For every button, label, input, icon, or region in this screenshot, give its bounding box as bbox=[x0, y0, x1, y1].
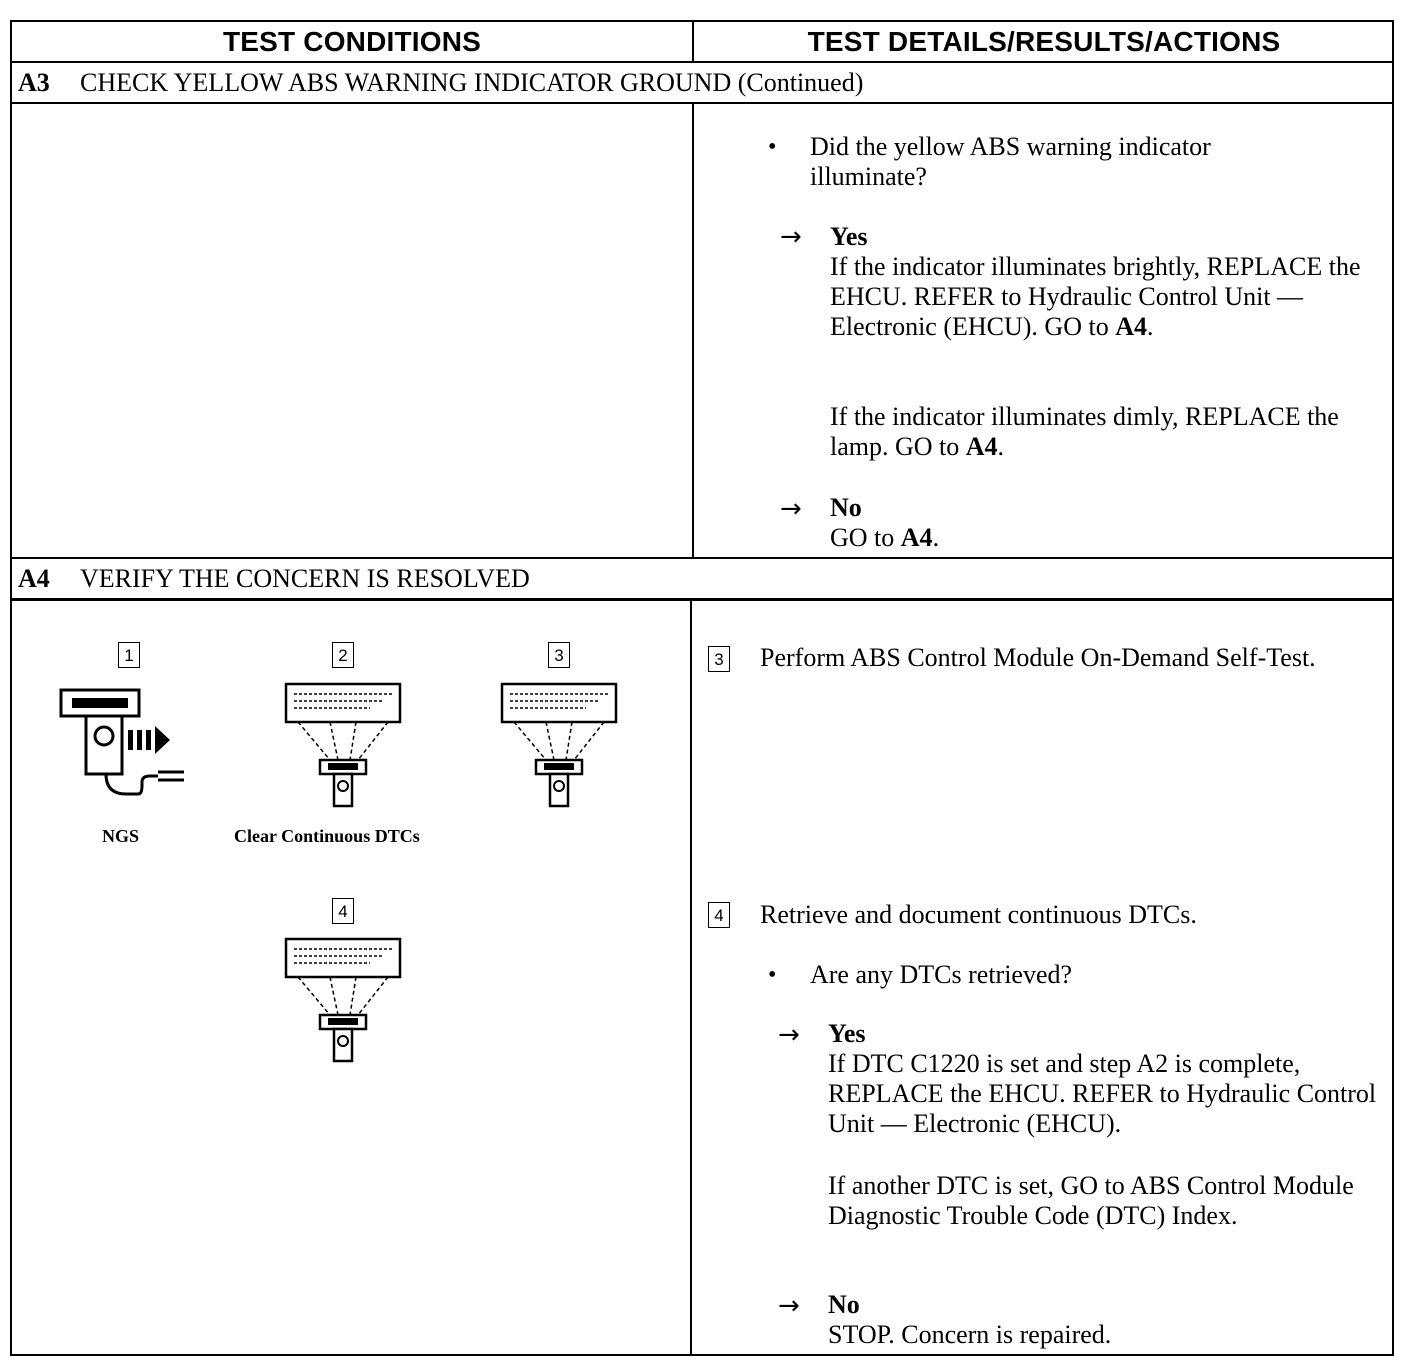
a4-question: Are any DTCs retrieved? bbox=[810, 960, 1073, 989]
section-title: CHECK YELLOW ABS WARNING INDICATOR GROUN… bbox=[80, 68, 864, 97]
a3-no-text: GO to A4. bbox=[830, 523, 940, 552]
step-number-box: 3 bbox=[708, 646, 730, 672]
section-a3-title: A3 CHECK YELLOW ABS WARNING INDICATOR GRO… bbox=[18, 63, 863, 103]
divider bbox=[12, 61, 1392, 63]
header-test-conditions: TEST CONDITIONS bbox=[222, 26, 482, 57]
a4-yes-text-2: If another DTC is set, GO to ABS Control… bbox=[828, 1171, 1354, 1230]
step-number-box: 4 bbox=[708, 902, 730, 928]
divider bbox=[12, 557, 1392, 559]
a3-question: Did the yellow ABS warning indicator ill… bbox=[810, 132, 1211, 191]
step-number-box: 3 bbox=[548, 642, 570, 668]
a4-step4-text: Retrieve and document continuous DTCs. bbox=[760, 900, 1197, 929]
ngs-tester-icon bbox=[59, 688, 184, 796]
step-number-box: 4 bbox=[332, 898, 354, 924]
step-number-box: 1 bbox=[118, 642, 140, 668]
illustration-caption: NGS bbox=[102, 826, 140, 846]
a3-yes-text-1: If the indicator illuminates brightly, R… bbox=[830, 252, 1361, 341]
arrow-icon: → bbox=[780, 222, 802, 252]
column-divider bbox=[692, 103, 694, 558]
a4-no-text: STOP. Concern is repaired. bbox=[828, 1320, 1112, 1349]
bullet-icon: • bbox=[768, 134, 777, 160]
arrow-icon: → bbox=[778, 1020, 800, 1050]
arrow-icon: → bbox=[780, 494, 802, 524]
header-test-details: TEST DETAILS/RESULTS/ACTIONS bbox=[807, 26, 1281, 57]
divider bbox=[12, 102, 1392, 104]
a4-yes-text-1: If DTC C1220 is set and step A2 is compl… bbox=[828, 1049, 1377, 1138]
column-divider bbox=[690, 600, 692, 1356]
scan-tool-display-icon bbox=[500, 682, 618, 808]
a3-yes-text-2: If the indicator illuminates dimly, REPL… bbox=[830, 402, 1339, 461]
scan-tool-display-icon bbox=[284, 682, 402, 808]
column-divider bbox=[692, 22, 694, 62]
a4-no-label: No bbox=[828, 1290, 860, 1319]
arrow-icon: → bbox=[778, 1291, 800, 1321]
divider bbox=[12, 598, 1392, 601]
illustration-caption: Clear Continuous DTCs bbox=[234, 826, 420, 846]
a4-yes-label: Yes bbox=[828, 1019, 866, 1048]
section-id: A4 bbox=[18, 564, 50, 593]
section-id: A3 bbox=[18, 68, 50, 97]
scan-tool-display-icon bbox=[284, 937, 402, 1063]
diagnostic-table: TEST CONDITIONS TEST DETAILS/RESULTS/ACT… bbox=[10, 20, 1394, 1356]
section-a4-title: A4 VERIFY THE CONCERN IS RESOLVED bbox=[18, 559, 530, 599]
section-title: VERIFY THE CONCERN IS RESOLVED bbox=[80, 564, 530, 593]
a3-no-label: No bbox=[830, 493, 862, 522]
step-number-box: 2 bbox=[332, 642, 354, 668]
a3-yes-label: Yes bbox=[830, 222, 868, 251]
a4-step3-text: Perform ABS Control Module On-Demand Sel… bbox=[760, 643, 1316, 672]
bullet-icon: • bbox=[768, 962, 777, 988]
